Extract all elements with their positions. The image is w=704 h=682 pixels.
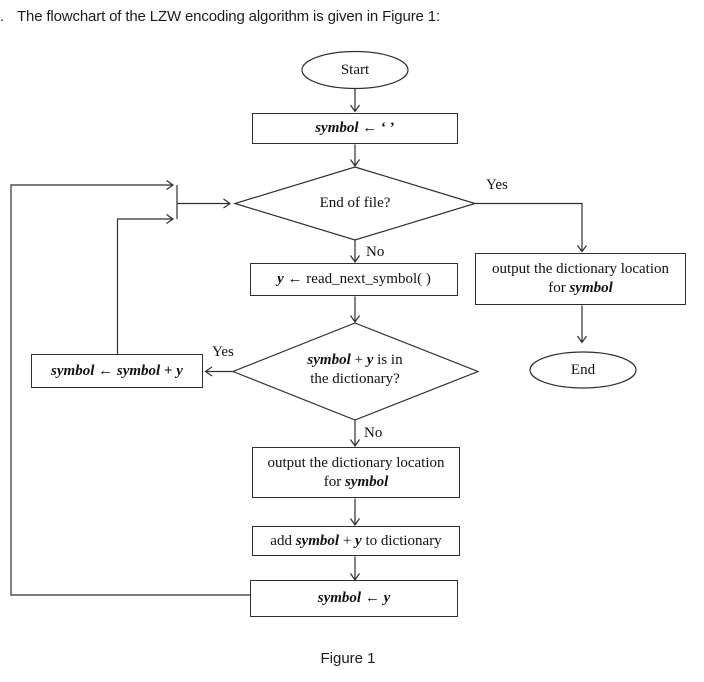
connector-eof-outright-yes xyxy=(475,202,587,253)
add-symbol-word: symbol xyxy=(295,532,340,549)
add-dictionary-box: add symbol + y to dictionary xyxy=(252,526,460,556)
branch-label-no-top: No xyxy=(366,244,385,260)
output-bottom-for: for xyxy=(323,473,345,490)
add-dictionary-text: add symbol + y to dictionary xyxy=(270,532,441,551)
init-symbol-box: symbol ← ‘ ’ xyxy=(252,113,458,144)
add-to-dictionary: to dictionary xyxy=(361,532,442,549)
init-assign-empty: ← ‘ ’ xyxy=(358,120,395,136)
output-right-symbol-word: symbol xyxy=(569,280,613,296)
figure-caption: Figure 1 xyxy=(320,650,376,667)
output-location-right-box: output the dictionary location for symbo… xyxy=(475,253,686,305)
indict-y: y xyxy=(366,352,374,368)
read-next-symbol-box: y ← read_next_symbol( ) xyxy=(250,263,458,296)
indict-isin: is in xyxy=(373,352,403,368)
decision-indict-line1: symbol + y is in xyxy=(265,351,445,370)
connector-outbottom-add xyxy=(350,498,360,527)
connector-read-indict xyxy=(350,296,360,324)
indict-symbol: symbol xyxy=(307,352,351,368)
output-bottom-symbol-word: symbol xyxy=(344,473,389,490)
concat-symbol-word1: symbol xyxy=(51,362,95,379)
concat-y-word: y xyxy=(176,362,183,379)
add-y-word: y xyxy=(355,532,362,549)
decision-indict-label: symbol + y is in the dictionary? xyxy=(265,351,445,389)
add-word: add xyxy=(270,532,296,549)
output-right-for: for xyxy=(548,280,570,296)
output-bottom-line2: for symbol xyxy=(324,473,389,492)
concat-symbol-word2: symbol xyxy=(116,362,161,379)
connector-outright-end xyxy=(577,305,587,344)
connector-junction-eof xyxy=(176,185,232,219)
decision-indict-line2: the dictionary? xyxy=(310,371,400,387)
connector-assign-feedback xyxy=(10,180,250,596)
list-marker: . xyxy=(0,8,5,25)
end-node-label: End xyxy=(570,362,596,378)
indict-plus: + xyxy=(350,352,367,368)
assign-y-word: y xyxy=(383,590,391,606)
concat-plus: + xyxy=(160,362,177,379)
connector-init-eof xyxy=(350,144,360,168)
concat-symbol-text: symbol ← symbol + y xyxy=(51,362,183,381)
concat-arrow: ← xyxy=(94,362,117,379)
connector-add-assign xyxy=(350,556,360,582)
connector-indict-outbottom-no xyxy=(350,420,360,448)
assign-symbol-text: symbol ← y xyxy=(318,589,391,608)
read-call-text: ← read_next_symbol( ) xyxy=(283,271,431,287)
connector-eof-read-no xyxy=(350,240,360,264)
assign-symbol-word: symbol xyxy=(317,590,362,606)
end-ellipse xyxy=(529,351,637,389)
output-right-line2: for symbol xyxy=(548,279,613,298)
assign-symbol-box: symbol ← y xyxy=(250,580,458,617)
connector-start-init xyxy=(350,88,360,113)
branch-label-yes-top: Yes xyxy=(486,177,508,193)
branch-label-no-bottom: No xyxy=(364,425,383,441)
decision-eof-label: End of file? xyxy=(319,195,391,211)
read-next-symbol-text: y ← read_next_symbol( ) xyxy=(277,270,431,289)
output-location-bottom-box: output the dictionary location for symbo… xyxy=(252,447,460,498)
add-plus: + xyxy=(339,532,356,549)
concat-symbol-box: symbol ← symbol + y xyxy=(31,354,203,388)
start-node-label: Start xyxy=(340,62,370,78)
init-symbol-word: symbol xyxy=(315,120,359,136)
assign-arrow: ← xyxy=(361,590,384,606)
read-y-word: y xyxy=(277,271,284,287)
page-title-text: The flowchart of the LZW encoding algori… xyxy=(17,8,440,25)
connector-concat-feedback xyxy=(116,214,175,354)
page-title: . The flowchart of the LZW encoding algo… xyxy=(0,8,440,25)
init-symbol-text: symbol ← ‘ ’ xyxy=(315,119,395,138)
branch-label-yes-left: Yes xyxy=(212,344,234,360)
output-bottom-line1: output the dictionary location xyxy=(267,454,445,471)
connector-indict-concat-yes xyxy=(204,366,233,377)
output-right-line1: output the dictionary location xyxy=(491,261,670,277)
